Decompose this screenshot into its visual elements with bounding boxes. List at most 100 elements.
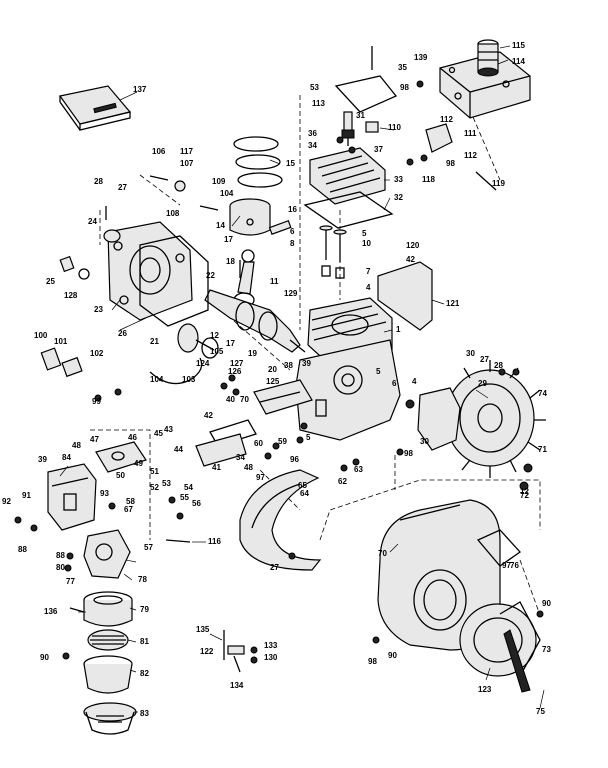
callout-58: 58 xyxy=(126,497,135,506)
callout-96: 96 xyxy=(290,455,299,464)
callout-46: 46 xyxy=(128,433,137,442)
callout-27b: 27 xyxy=(480,355,489,364)
muffler xyxy=(439,51,531,119)
callout-57: 57 xyxy=(144,543,153,552)
callout-116: 116 xyxy=(208,537,221,546)
air-filter-cup xyxy=(83,655,133,694)
reed-valve-assembly xyxy=(253,379,313,415)
callout-42b: 42 xyxy=(406,255,415,264)
callout-111: 111 xyxy=(464,129,477,138)
callout-93: 93 xyxy=(100,489,109,498)
callout-33: 33 xyxy=(394,175,403,184)
callout-100: 100 xyxy=(34,331,48,340)
callout-113: 113 xyxy=(312,99,325,108)
governor-washer xyxy=(174,180,186,192)
callout-120: 120 xyxy=(406,241,420,250)
governor-shaft xyxy=(199,205,219,211)
callout-14: 14 xyxy=(216,221,225,230)
callout-12a: 12 xyxy=(210,331,219,340)
callout-37: 37 xyxy=(374,145,383,154)
flywheel xyxy=(441,360,546,478)
callout-39: 39 xyxy=(302,359,311,368)
callout-40: 40 xyxy=(226,395,235,404)
callout-28b: 28 xyxy=(494,361,503,370)
callout-35: 35 xyxy=(398,63,407,72)
oil-seal xyxy=(103,229,121,243)
crankcase-cover xyxy=(107,221,193,321)
callout-30: 30 xyxy=(420,437,429,446)
callout-70a: 70 xyxy=(240,395,249,404)
callout-42: 42 xyxy=(204,411,213,420)
callout-15: 15 xyxy=(286,159,295,168)
callout-92: 92 xyxy=(2,497,11,506)
callout-70: 70 xyxy=(378,549,387,558)
callout-34b: 34 xyxy=(236,453,245,462)
head-gasket xyxy=(303,191,394,229)
air-filter-cover xyxy=(83,702,137,735)
intake-manifold xyxy=(195,433,247,467)
callout-36: 36 xyxy=(308,129,317,138)
callout-77: 77 xyxy=(66,577,75,586)
callout-88a: 88 xyxy=(18,545,27,554)
callout-108: 108 xyxy=(166,209,180,218)
callout-44: 44 xyxy=(174,445,183,454)
callout-126: 126 xyxy=(228,367,242,376)
piston-rings xyxy=(233,136,283,188)
callout-123: 123 xyxy=(478,685,492,694)
callout-26: 26 xyxy=(118,329,127,338)
callout-63: 63 xyxy=(354,465,363,474)
callout-90c: 90 xyxy=(40,653,49,662)
throttle-cable xyxy=(165,539,191,543)
callout-71: 71 xyxy=(538,445,547,454)
callout-59: 59 xyxy=(278,437,287,446)
callout-121: 121 xyxy=(446,299,460,308)
rewind-starter xyxy=(459,601,541,693)
callout-6: 6 xyxy=(392,379,397,388)
callout-21: 21 xyxy=(150,337,159,346)
callout-10: 10 xyxy=(362,239,371,248)
callout-98-blower: 98 xyxy=(368,657,377,666)
callout-4a: 4 xyxy=(366,283,371,292)
throttle-assembly xyxy=(95,441,147,473)
spark-arrestor xyxy=(477,39,499,77)
callout-137: 137 xyxy=(133,85,147,94)
callout-31: 31 xyxy=(356,111,365,120)
callout-64: 64 xyxy=(300,489,309,498)
callout-48: 48 xyxy=(244,463,253,472)
callout-101: 101 xyxy=(54,337,68,346)
callout-136: 136 xyxy=(44,607,58,616)
callout-76: 76 xyxy=(510,561,519,570)
callout-47: 47 xyxy=(90,435,99,444)
callout-114: 114 xyxy=(512,57,525,66)
callout-72: 72 xyxy=(520,491,529,500)
fuel-filter xyxy=(40,347,62,371)
carburetor xyxy=(47,463,97,531)
cylinder-block xyxy=(295,297,401,441)
callout-105: 105 xyxy=(210,347,224,356)
callout-104b: 104 xyxy=(150,375,164,384)
callout-65: 65 xyxy=(298,481,307,490)
callout-12b: 12 xyxy=(520,487,529,496)
callout-38: 38 xyxy=(284,361,293,370)
callout-127: 127 xyxy=(230,359,244,368)
callout-122: 122 xyxy=(200,647,214,656)
callout-27: 27 xyxy=(118,183,127,192)
callout-109: 109 xyxy=(212,177,226,186)
air-deflector xyxy=(239,469,322,571)
callout-103: 103 xyxy=(182,375,196,384)
callout-39b: 39 xyxy=(38,455,47,464)
exhaust-pin xyxy=(475,171,497,191)
callout-24: 24 xyxy=(88,217,97,226)
hardware-fasteners xyxy=(14,80,544,664)
callout-50: 50 xyxy=(116,471,125,480)
exhaust-nut xyxy=(365,121,379,133)
manual-booklet xyxy=(58,85,132,131)
callout-83: 83 xyxy=(140,709,149,718)
callout-32: 32 xyxy=(394,193,403,202)
callout-25: 25 xyxy=(46,277,55,286)
callout-139: 139 xyxy=(414,53,428,62)
callout-124: 124 xyxy=(196,359,210,368)
callout-49: 49 xyxy=(134,459,143,468)
callout-53b: 53 xyxy=(162,479,171,488)
callout-74: 74 xyxy=(538,389,547,398)
